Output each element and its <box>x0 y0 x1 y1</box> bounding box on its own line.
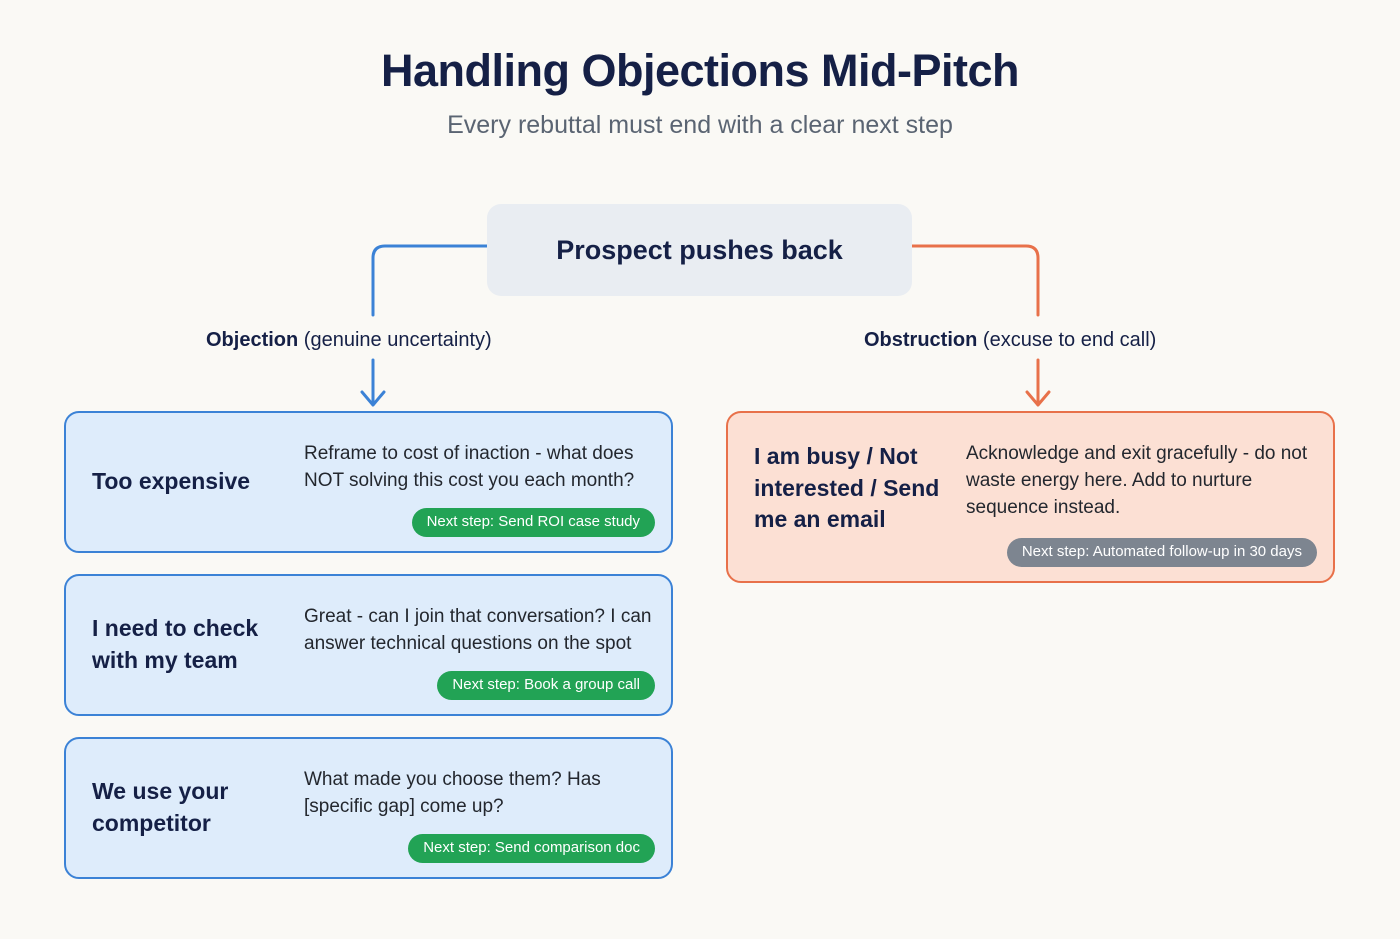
next-step-badge: Next step: Automated follow-up in 30 day… <box>1006 537 1317 567</box>
objection-card-label: Too expensive <box>92 468 251 495</box>
badge-row: Next step: Send comparison doc <box>304 822 655 863</box>
page-title: Handling Objections Mid-Pitch <box>381 45 1020 96</box>
objection-card-description: Reframe to cost of inaction - what does … <box>304 443 635 491</box>
page-subtitle: Every rebuttal must end with a clear nex… <box>447 111 953 140</box>
root-node-label: Prospect pushes back <box>556 234 843 265</box>
objection-card-description: Great - can I join that conversation? I … <box>304 606 652 654</box>
obstruction-card-description: Acknowledge and exit gracefully - do not… <box>966 443 1308 518</box>
branch-label-obstruction-strong: Obstruction <box>864 329 978 351</box>
branch-label-obstruction-paren: (excuse to end call) <box>982 329 1157 351</box>
objection-card-body: Reframe to cost of inaction - what does … <box>304 427 655 537</box>
objection-card-body: What made you choose them? Has [specific… <box>304 753 655 863</box>
objection-card[interactable]: I need to check with my team Great - can… <box>64 574 673 716</box>
obstruction-card-body: Acknowledge and exit gracefully - do not… <box>966 427 1317 567</box>
page-header: Handling Objections Mid-Pitch Every rebu… <box>0 0 1400 140</box>
badge-row: Next step: Automated follow-up in 30 day… <box>966 526 1317 567</box>
obstruction-card[interactable]: I am busy / Not interested / Send me an … <box>726 411 1335 583</box>
branch-label-objection-paren: (genuine uncertainty) <box>303 329 492 351</box>
next-step-badge: Next step: Book a group call <box>437 670 655 700</box>
objection-card-label: We use your competitor <box>92 778 229 836</box>
badge-row: Next step: Book a group call <box>304 659 655 700</box>
next-step-badge: Next step: Send ROI case study <box>411 507 655 537</box>
objection-card[interactable]: Too expensive Reframe to cost of inactio… <box>64 411 673 553</box>
badge-row: Next step: Send ROI case study <box>304 496 655 537</box>
objection-card-description: What made you choose them? Has [specific… <box>304 769 601 817</box>
objection-card[interactable]: We use your competitor What made you cho… <box>64 737 673 879</box>
root-node[interactable]: Prospect pushes back <box>487 204 912 296</box>
objection-card-body: Great - can I join that conversation? I … <box>304 590 655 700</box>
branch-label-objection: Objection (genuine uncertainty) <box>206 329 492 352</box>
branch-label-objection-strong: Objection <box>206 329 299 351</box>
obstruction-card-label: I am busy / Not interested / Send me an … <box>754 443 940 533</box>
next-step-badge: Next step: Send comparison doc <box>408 833 655 863</box>
branch-label-obstruction: Obstruction (excuse to end call) <box>864 329 1156 352</box>
objection-card-label: I need to check with my team <box>92 615 259 673</box>
